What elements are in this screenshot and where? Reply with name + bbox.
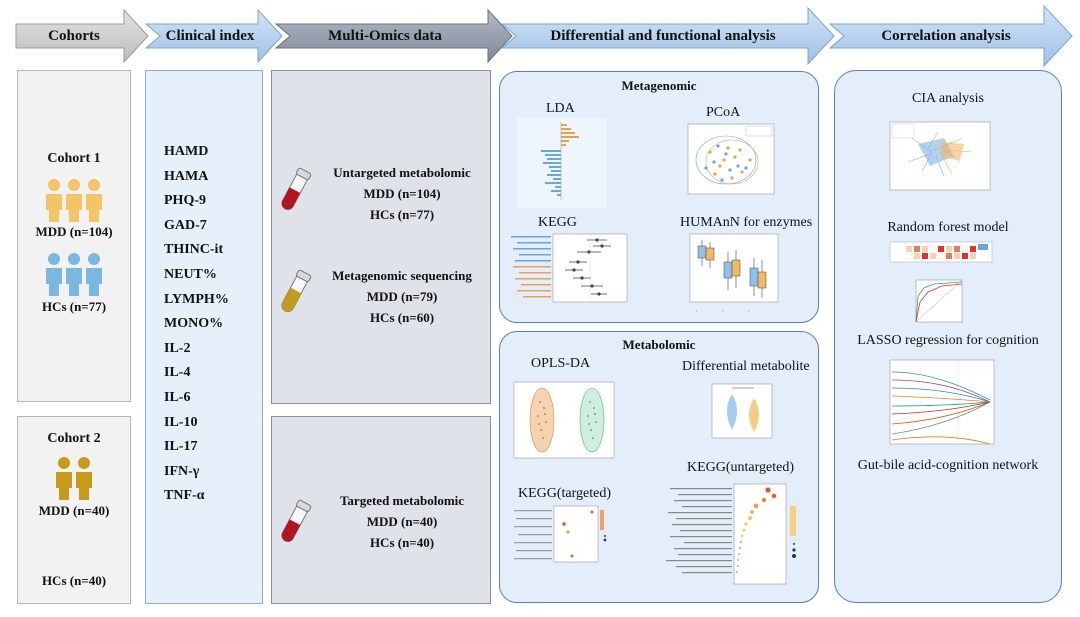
arrow-correlation bbox=[828, 4, 1073, 68]
pcoa-scatter-thumbnail bbox=[687, 123, 775, 195]
cohort1-title: Cohort 1 bbox=[47, 151, 101, 166]
cohort1-mdd-label: MDD (n=104) bbox=[35, 224, 113, 239]
header-correlation: Correlation analysis bbox=[881, 27, 1011, 44]
clinical-index-item: NEUT% bbox=[164, 266, 217, 282]
clinical-index-item: HAMD bbox=[164, 144, 209, 159]
kegg-untargeted-label: KEGG(untargeted) bbox=[687, 460, 795, 475]
svg-text:▪: ▪ bbox=[748, 308, 750, 313]
untargeted-mdd: MDD (n=104) bbox=[363, 186, 441, 201]
arrow-clinical bbox=[144, 8, 283, 64]
clinical-index-item: IL-10 bbox=[164, 414, 198, 430]
clinical-index-item: MONO% bbox=[164, 316, 224, 332]
metagenomic-panel-title: Metagenomic bbox=[621, 78, 697, 93]
red-sample-tube-icon bbox=[281, 167, 312, 210]
clinical-index-item: LYMPH% bbox=[164, 291, 229, 307]
cohort2-hcs-label: HCs (n=40) bbox=[41, 573, 107, 588]
header-arrows bbox=[15, 4, 1073, 68]
cohort2-panel bbox=[17, 416, 131, 604]
header-cohorts: Cohorts bbox=[48, 27, 100, 44]
kegg-label: KEGG bbox=[538, 215, 577, 230]
kegg-untargeted-bubble-thumbnail bbox=[666, 483, 796, 585]
kegg-targeted-bubble-thumbnail bbox=[514, 505, 607, 563]
pcoa-label: PCoA bbox=[706, 105, 741, 120]
cohort1-panel bbox=[17, 70, 131, 402]
clinical-index-item: GAD-7 bbox=[164, 217, 207, 233]
random-forest-label: Random forest model bbox=[887, 220, 1009, 235]
cohort1-mdd-people-icon bbox=[46, 179, 102, 222]
cohort1-hcs-label: HCs (n=77) bbox=[41, 299, 107, 314]
humann-label: HUMAnN for enzymes bbox=[680, 215, 813, 230]
differential-metabolite-label: Differential metabolite bbox=[682, 359, 810, 374]
clinical-index-list: HAMD HAMA PHQ-9 GAD-7 THINC-it NEUT% LYM… bbox=[164, 140, 229, 509]
clinical-index-item: IL-17 bbox=[164, 439, 198, 455]
clinical-index-item: IL-2 bbox=[164, 340, 191, 356]
clinical-index-item: IL-6 bbox=[164, 389, 191, 405]
lasso-regression-thumbnail bbox=[889, 359, 995, 445]
kegg-targeted-label: KEGG(targeted) bbox=[518, 486, 612, 501]
lda-label: LDA bbox=[546, 101, 575, 116]
opls-da-label: OPLS-DA bbox=[531, 356, 591, 371]
header-differential: Differential and functional analysis bbox=[550, 27, 776, 44]
svg-text:▪: ▪ bbox=[696, 308, 698, 313]
differential-metabolite-thumbnail bbox=[711, 383, 773, 439]
targeted-mdd: MDD (n=40) bbox=[366, 514, 438, 529]
random-forest-thumbnail bbox=[889, 241, 993, 323]
metagenomic-seq-title: Metagenomic sequencing bbox=[332, 268, 472, 283]
untargeted-hcs: HCs (n=77) bbox=[369, 207, 435, 222]
cohort2-mdd-label: MDD (n=40) bbox=[38, 503, 110, 518]
kegg-metagenomic-thumbnail bbox=[511, 233, 628, 303]
cia-label: CIA analysis bbox=[912, 91, 984, 106]
targeted-title: Targeted metabolomic bbox=[339, 493, 465, 508]
header-clinical-index: Clinical index bbox=[165, 27, 255, 44]
metabolomic-panel-title: Metabolomic bbox=[622, 337, 696, 352]
omics-panel-upper bbox=[271, 70, 491, 404]
header-multi-omics: Multi-Omics data bbox=[328, 27, 442, 44]
arrow-differential bbox=[500, 6, 835, 66]
metagenomic-seq-hcs: HCs (n=60) bbox=[369, 310, 435, 325]
arrow-omics bbox=[274, 8, 513, 64]
targeted-hcs: HCs (n=40) bbox=[369, 535, 435, 550]
clinical-index-item: IL-4 bbox=[164, 365, 191, 381]
clinical-index-item: TNF-α bbox=[164, 488, 205, 504]
opls-da-scatter-thumbnail bbox=[513, 381, 615, 459]
gold-sample-tube-icon bbox=[281, 269, 312, 312]
untargeted-title: Untargeted metabolomic bbox=[333, 165, 471, 180]
clinical-index-item: PHQ-9 bbox=[164, 193, 206, 209]
humann-boxplot-thumbnail: ▪ ▪ ▪ bbox=[689, 233, 779, 313]
lda-bar-plot-thumbnail bbox=[517, 118, 607, 208]
cohort1-hcs-people-icon bbox=[46, 253, 102, 296]
cohort2-mdd-people-icon bbox=[56, 457, 92, 500]
lasso-label: LASSO regression for cognition bbox=[857, 333, 1039, 348]
red-sample-tube-icon bbox=[281, 499, 312, 542]
clinical-index-panel bbox=[145, 70, 263, 604]
network-label: Gut-bile acid-cognition network bbox=[857, 458, 1039, 473]
metagenomic-seq-mdd: MDD (n=79) bbox=[366, 289, 438, 304]
clinical-index-item: HAMA bbox=[164, 168, 209, 184]
cia-analysis-thumbnail bbox=[889, 121, 991, 191]
clinical-index-item: IFN-γ bbox=[164, 463, 200, 479]
svg-text:▪: ▪ bbox=[722, 308, 724, 313]
arrow-cohorts bbox=[15, 8, 149, 64]
cohort2-title: Cohort 2 bbox=[47, 431, 101, 446]
clinical-index-item: THINC-it bbox=[164, 242, 224, 258]
